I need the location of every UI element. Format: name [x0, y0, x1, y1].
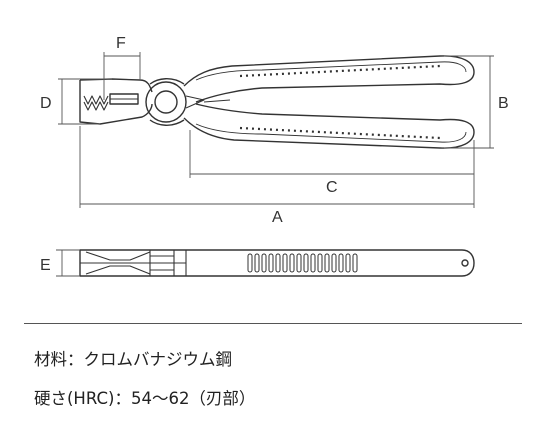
section-divider — [24, 323, 522, 324]
side-jaw-shape — [85, 251, 151, 275]
dimension-label-d: D — [40, 95, 52, 112]
lower-grip-dots — [239, 126, 441, 140]
spec-material: 材料：クロムバナジウム鋼 — [34, 350, 232, 369]
pliers-side-view — [79, 249, 475, 277]
dimension-lines — [56, 52, 494, 277]
jaw-outline — [79, 78, 153, 125]
pivot-outer — [145, 81, 187, 123]
spec-hardness: 硬さ(HRC)：54～62（刃部） — [34, 389, 256, 408]
dimension-label-c: C — [326, 179, 338, 196]
side-hang-hole — [461, 259, 469, 267]
upper-handle — [183, 55, 475, 103]
pliers-top-view — [79, 55, 475, 149]
dimension-label-a: A — [272, 209, 283, 226]
dimension-label-b: B — [498, 95, 509, 112]
dimension-label-f: F — [116, 35, 126, 52]
pliers-dimension-diagram: F D B C A E — [40, 35, 509, 277]
lower-handle — [183, 103, 475, 149]
jaw-teeth — [83, 95, 109, 111]
side-grip-slots — [247, 253, 358, 273]
pivot-inner — [154, 90, 178, 114]
side-outline — [79, 249, 475, 277]
dimension-label-e: E — [40, 257, 51, 274]
upper-grip-dots — [239, 64, 441, 78]
